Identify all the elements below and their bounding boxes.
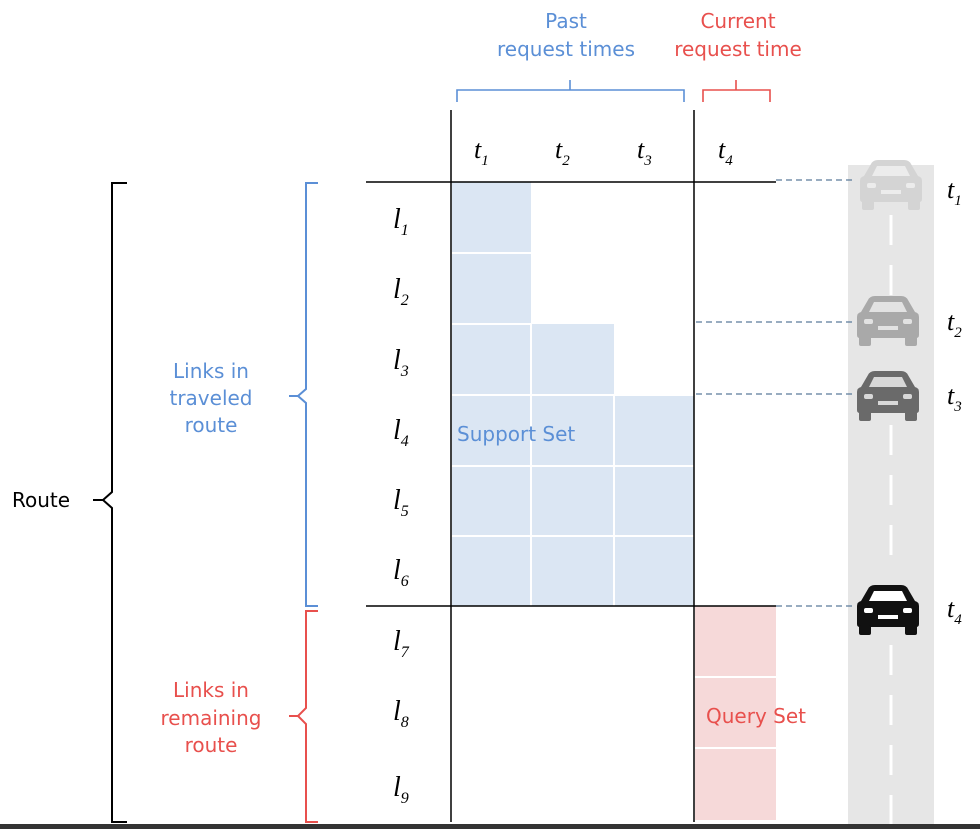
- query-set-label: Query Set: [706, 704, 806, 728]
- bottom-border: [0, 824, 980, 829]
- current-label-line1: Current: [700, 9, 775, 33]
- remaining-label-line1: Links in: [173, 678, 249, 702]
- remaining-brace: [289, 611, 318, 822]
- row-label-l1: l1: [393, 204, 409, 239]
- column-header-t1: t1: [474, 135, 489, 169]
- row-label-l6: l6: [393, 555, 409, 590]
- remaining-label-line2: remaining: [161, 706, 262, 730]
- car-label-t4: t4: [947, 594, 962, 628]
- row-label-l3: l3: [393, 345, 409, 380]
- remaining-label-line3: route: [185, 733, 238, 757]
- row-label-l8: l8: [393, 696, 409, 731]
- past-label-line1: Past: [545, 9, 587, 33]
- car-label-t1: t1: [947, 175, 962, 209]
- car-connectors: [696, 180, 856, 606]
- row-label-l7: l7: [393, 626, 410, 661]
- traveled-brace: [289, 183, 318, 606]
- column-header-t3: t3: [637, 135, 652, 169]
- car-label-t3: t3: [947, 381, 962, 415]
- column-header-t2: t2: [555, 135, 570, 169]
- traveled-label-line1: Links in: [173, 359, 249, 383]
- route-brace: [93, 183, 127, 822]
- row-label-l2: l2: [393, 274, 409, 309]
- route-label: Route: [12, 488, 70, 512]
- current-label-line2: request time: [674, 37, 802, 61]
- row-label-l9: l9: [393, 772, 409, 807]
- past-times-bracket: [457, 80, 684, 102]
- current-time-bracket: [703, 80, 770, 102]
- row-label-l4: l4: [393, 415, 409, 450]
- traveled-label-line2: traveled: [169, 386, 252, 410]
- column-header-t4: t4: [718, 135, 733, 169]
- traveled-label-line3: route: [185, 413, 238, 437]
- row-label-l5: l5: [393, 485, 409, 520]
- support-set-label: Support Set: [457, 422, 575, 446]
- past-label-line2: request times: [497, 37, 635, 61]
- car-label-t2: t2: [947, 307, 962, 341]
